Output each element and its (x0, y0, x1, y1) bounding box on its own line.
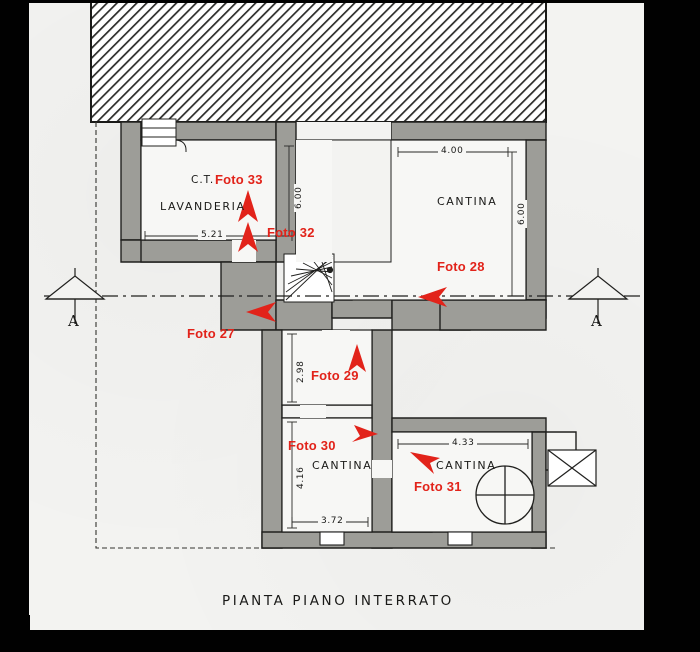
foto-27-label: Foto 27 (187, 326, 235, 341)
dimension-cantina-sw-width: 3.72 (318, 516, 347, 526)
foto-32-arrow (238, 222, 258, 252)
circular-column (475, 465, 535, 525)
section-marker-right-label: A (591, 312, 603, 330)
dimension-cantina-ne-height: 6.00 (517, 199, 527, 228)
section-marker-right-glyph (567, 268, 629, 324)
wall-mass (120, 121, 577, 549)
section-marker-left-label: A (68, 312, 80, 330)
room-label-cantina-se: CANTINA (436, 459, 497, 472)
scan-border-bottom-left (0, 615, 30, 630)
section-marker-left-glyph (44, 268, 106, 324)
foto-29-label: Foto 29 (311, 368, 359, 383)
foto-31-label: Foto 31 (414, 479, 462, 494)
dimension-lavanderia-width: 5.21 (198, 230, 227, 240)
section-line-a-a (44, 268, 656, 324)
foundation-blocks (319, 531, 473, 546)
foto-30-label: Foto 30 (288, 438, 336, 453)
hatched-adjacent-building (90, 0, 547, 123)
exterior-stair-detail (141, 118, 187, 152)
room-label-cantina-sw: CANTINA (312, 459, 373, 472)
window-opening-x (547, 449, 597, 487)
room-label-lavanderia: LAVANDERIA (160, 200, 246, 213)
photo-direction-arrows (238, 190, 447, 474)
staircase (283, 253, 335, 303)
dimension-cantina-se-width: 4.33 (449, 438, 478, 448)
scan-border-bottom (0, 630, 700, 652)
foto-33-arrow (238, 190, 258, 222)
foto-29-arrow (348, 344, 366, 372)
foto-28-label: Foto 28 (437, 259, 485, 274)
dimension-lavanderia-height: 6.00 (294, 183, 304, 212)
foto-27-arrow (246, 302, 276, 322)
door-openings (232, 238, 392, 478)
scan-border-top (0, 0, 700, 3)
foto-31-arrow (410, 452, 440, 474)
room-label-cantina-ne: CANTINA (437, 195, 498, 208)
dimension-corridoio-height: 2.98 (296, 357, 306, 386)
room-label-ct: C.T. (191, 174, 215, 186)
dimension-cantina-ne-width: 4.00 (438, 146, 467, 156)
dimension-cantina-sw-height: 4.16 (296, 463, 306, 492)
foto-33-label: Foto 33 (215, 172, 263, 187)
scan-border-right (644, 0, 700, 652)
foto-30-arrow (352, 425, 378, 442)
scan-border-left (0, 0, 29, 652)
foto-32-label: Foto 32 (267, 225, 315, 240)
drawing-title: PIANTA PIANO INTERRATO (222, 593, 454, 609)
foto-28-arrow (418, 287, 447, 307)
